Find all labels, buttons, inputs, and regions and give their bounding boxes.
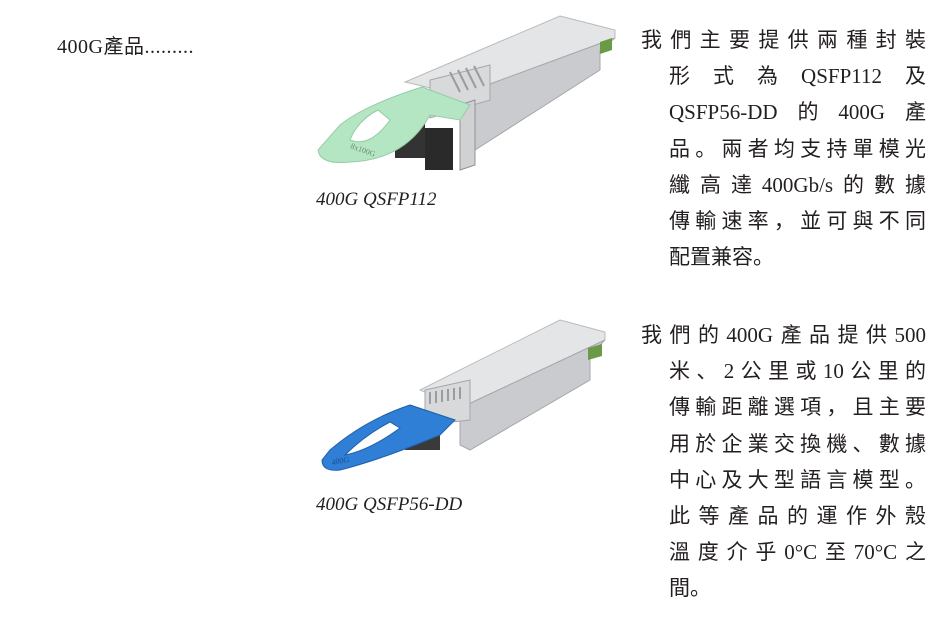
description-line: 中心及大型語言模型。 (669, 467, 926, 492)
description-line: 纖高達400Gb/s的數據 (669, 172, 926, 197)
product-caption: 400G QSFP56-DD (316, 494, 463, 515)
description-line: 溫度介乎0°C至70°C之 (669, 540, 926, 565)
section-label: 400G產品......... (57, 36, 194, 58)
description-line: 傳輸速率，並可與不同 (669, 209, 926, 234)
qsfp112-product-image: 8x100G (317, 15, 616, 171)
description-line: 用於企業交換機、數據 (669, 431, 926, 456)
product-description: 我們主要提供兩種封裝 形式為QSFP112及 QSFP56-DD的400G產 品… (641, 22, 926, 275)
product-caption: 400G QSFP112 (316, 189, 437, 210)
description-line: 品。兩者均支持單模光 (669, 136, 926, 161)
description-line: 我們的400G產品提供500 (641, 323, 926, 347)
qsfp56-dd-product-image: 400G (321, 319, 606, 471)
product-description: 我們的400G產品提供500 米、2公里或10公里的 傳輸距離選項，且主要 用於… (641, 317, 926, 607)
description-line: 間。 (669, 576, 711, 601)
description-line: QSFP56-DD的400G產 (669, 100, 926, 125)
description-line: 形式為QSFP112及 (669, 64, 926, 89)
description-line: 米、2公里或10公里的 (669, 359, 926, 384)
description-line: 此等產品的運作外殼 (669, 504, 926, 529)
description-line: 我們主要提供兩種封裝 (641, 28, 926, 52)
description-line: 配置兼容。 (669, 245, 774, 270)
tab-label: 400G (331, 455, 350, 467)
description-line: 傳輸距離選項，且主要 (669, 395, 926, 420)
